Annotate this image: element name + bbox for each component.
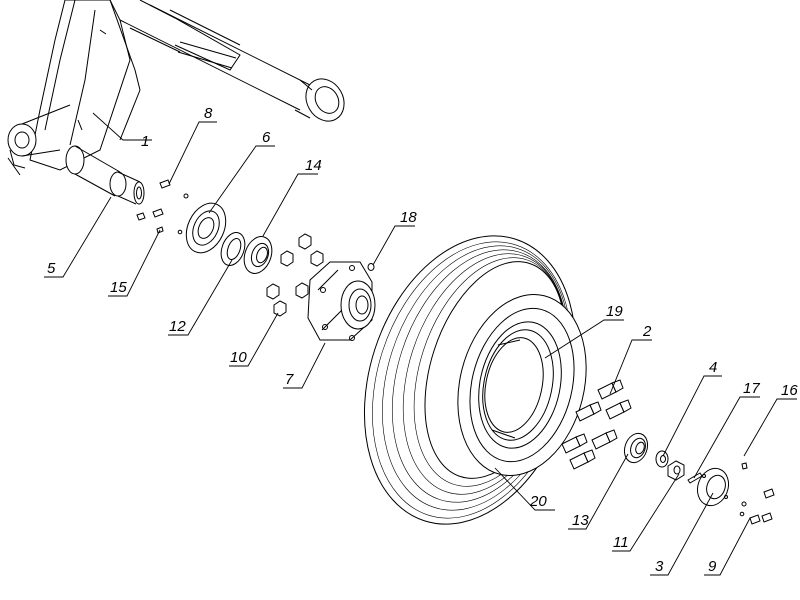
callout-19: 19 [606,303,623,320]
cap-screws [739,462,775,525]
callout-11: 11 [613,534,629,551]
nuts [266,233,324,317]
callout-14: 14 [305,157,322,174]
hub-cap [696,467,730,507]
callout-13: 13 [572,512,589,529]
callout-15: 15 [110,279,127,296]
hub [307,261,376,341]
callout-10: 10 [230,349,247,366]
callout-12: 12 [169,318,186,335]
callout-labels: 1 2 3 4 5 6 7 8 9 10 11 12 13 14 15 16 1… [47,105,798,575]
callout-5: 5 [47,260,56,277]
callout-17: 17 [743,380,760,397]
callout-9: 9 [708,558,717,575]
small-washer [367,263,375,271]
callout-3: 3 [655,558,664,575]
bearing-outer [623,432,649,464]
callout-16: 16 [781,382,798,399]
callout-18: 18 [400,209,417,226]
seal [185,202,227,254]
castle-nut [667,460,685,481]
callout-4: 4 [709,359,717,376]
callout-1: 1 [141,133,149,150]
callout-7: 7 [285,371,294,388]
bearing-inner [243,236,273,274]
callout-20: 20 [529,493,547,510]
leader-lines [44,112,797,576]
rim [478,321,562,449]
washer [655,450,669,468]
spindle [65,145,145,205]
callout-8: 8 [204,105,213,122]
tire [363,235,587,525]
pins [136,179,189,235]
frame-arm [7,0,345,176]
callout-2: 2 [642,323,652,340]
wheel-bolts [561,379,632,470]
ring [220,232,246,266]
callout-6: 6 [262,129,271,146]
